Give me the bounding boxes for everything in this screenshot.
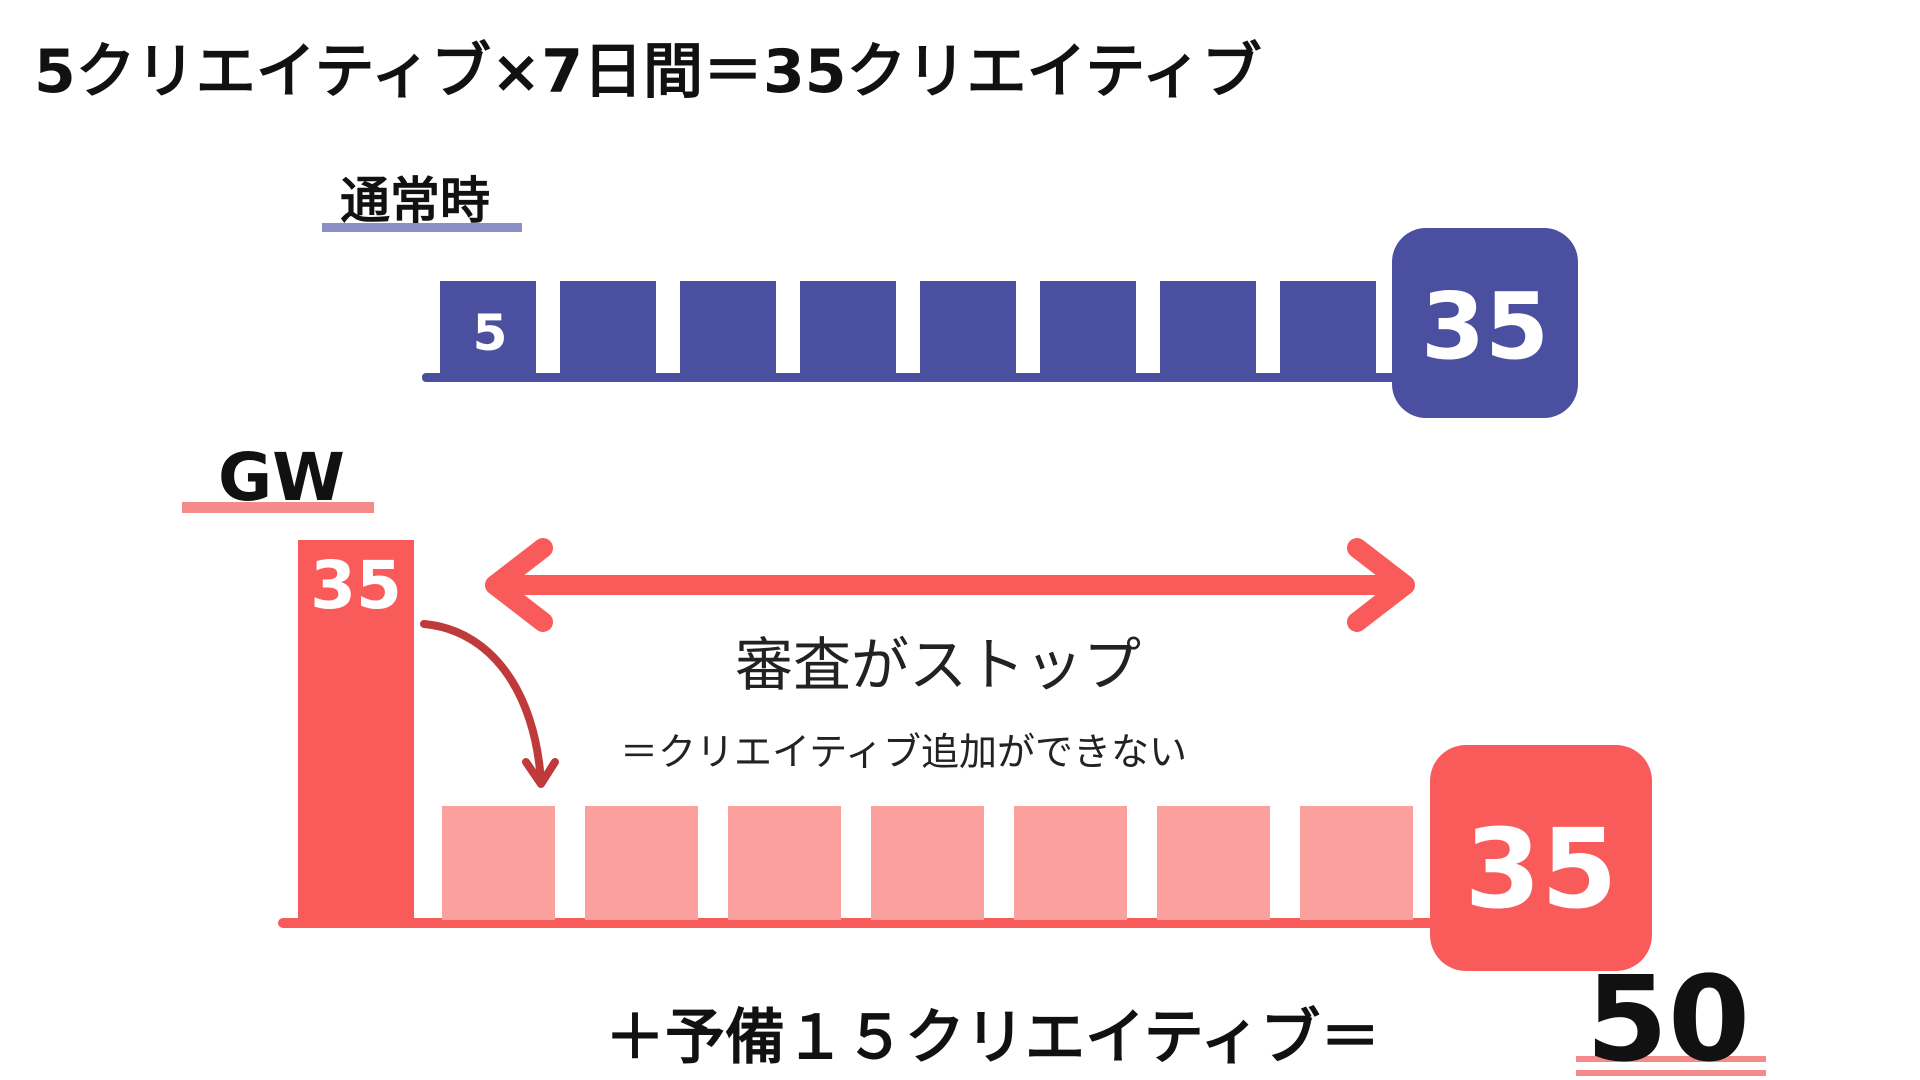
gw-label-underline: [182, 502, 374, 513]
normal-day-block: [560, 281, 656, 375]
normal-day-block: [440, 281, 536, 375]
gw-day-block: [442, 806, 555, 920]
normal-total-badge: [1392, 228, 1578, 418]
gw-day-block: [1014, 806, 1127, 920]
review-stop-title: 審査がストップ: [735, 631, 1141, 699]
normal-day-block: [1280, 281, 1376, 375]
curved-arrow-icon: [420, 620, 559, 788]
normal-label-underline: [322, 223, 522, 232]
normal-first-block-value: 5: [473, 304, 508, 362]
gw-day-block: [1157, 806, 1270, 920]
gw-total-badge: [1430, 745, 1652, 971]
normal-label: 通常時: [340, 172, 490, 230]
gw-day-block: [871, 806, 984, 920]
gw-blocks: [442, 806, 1413, 920]
gw-baseline: [278, 918, 1438, 928]
normal-day-block: [920, 281, 1016, 375]
normal-day-block: [1040, 281, 1136, 375]
headline: 5クリエイティブ×7日間＝35クリエイティブ: [34, 37, 1262, 107]
gw-first-bar: [298, 540, 414, 928]
reserve-formula: ＋予備１５クリエイティブ＝: [605, 1003, 1380, 1073]
result-underline-bottom: [1576, 1070, 1766, 1076]
normal-day-block: [680, 281, 776, 375]
gw-total-value: 35: [1464, 805, 1617, 933]
gw-first-bar-value: 35: [310, 547, 402, 624]
normal-total-value: 35: [1421, 273, 1549, 380]
gw-label: GW: [218, 439, 345, 516]
result-underline-top: [1576, 1056, 1766, 1062]
normal-day-block: [1160, 281, 1256, 375]
review-stop-subtitle: ＝クリエイティブ追加ができない: [620, 730, 1187, 774]
gw-day-block: [728, 806, 841, 920]
gw-day-block: [1300, 806, 1413, 920]
normal-baseline: [422, 373, 1402, 382]
double-arrow-icon: [485, 538, 1415, 632]
gw-day-block: [585, 806, 698, 920]
normal-blocks: [440, 281, 1376, 375]
normal-day-block: [800, 281, 896, 375]
reserve-result: 50: [1586, 950, 1750, 1080]
